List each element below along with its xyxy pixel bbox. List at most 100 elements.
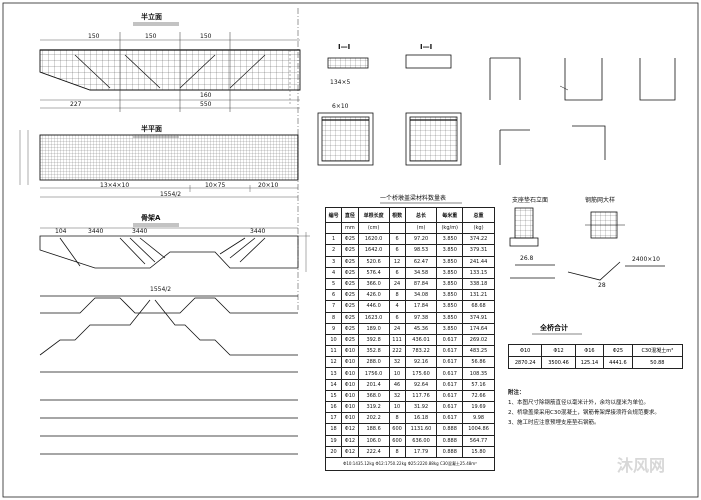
table-cell: 374.91	[462, 311, 495, 324]
dim-label: 6×10	[332, 103, 349, 110]
dim-label: 1554/2	[160, 191, 182, 198]
table-cell: 1620.0	[357, 233, 390, 246]
table-cell: 10	[324, 333, 343, 347]
table-cell: 24	[388, 277, 406, 291]
table-cell: 3.850	[436, 266, 464, 279]
table-unit-cell	[388, 221, 406, 235]
table-cell: 10	[388, 400, 406, 414]
table-cell: 188.6	[357, 423, 390, 436]
table-cell: 87.84	[404, 277, 438, 291]
table-unit-cell	[324, 221, 343, 235]
table-cell: Φ25	[341, 233, 359, 246]
table-cell: 18	[324, 423, 343, 436]
dim-label: 2400×10	[632, 256, 660, 263]
table-cell: 17.79	[404, 445, 438, 458]
table-cell: 5	[324, 277, 343, 291]
table-cell: 62.47	[404, 255, 438, 268]
table-cell: 3	[324, 255, 343, 268]
table-header-cell: 直径	[341, 207, 359, 223]
table-cell: 1623.0	[357, 311, 390, 324]
table-cell: 98.53	[404, 244, 438, 257]
table-cell: 13	[324, 367, 343, 380]
table-cell: 31.92	[404, 400, 438, 414]
table-cell: Φ12	[341, 423, 359, 436]
table-cell: 6	[388, 233, 406, 246]
bearing-title: 支座垫石立面	[512, 197, 549, 204]
table-cell: 97.38	[404, 311, 438, 324]
dim-label: 134×5	[330, 79, 351, 86]
dim-label: 10×75	[205, 182, 226, 189]
table-cell: 222.4	[357, 445, 390, 458]
table-cell: 3.850	[436, 244, 464, 257]
table-cell: 6	[324, 289, 343, 302]
note-line: 1、本图尺寸除钢筋直径以毫米计外，余均以厘米为单位。	[508, 400, 650, 406]
section-views	[317, 54, 462, 166]
table-unit-cell: (m)	[404, 221, 438, 235]
table-cell: 352.8	[357, 345, 390, 358]
table-cell: 19.69	[462, 400, 495, 414]
dim-label: 150	[200, 33, 212, 40]
table-cell: 68.68	[462, 300, 495, 313]
dim-label: 150	[88, 33, 100, 40]
table-cell: 92.16	[404, 356, 438, 369]
table-cell: 24	[388, 322, 406, 335]
dim-label: 1554/2	[150, 286, 172, 293]
material-table-header: 编号直径单根长度根数总长每米重总重	[324, 207, 495, 223]
table-cell: 57.16	[462, 378, 495, 391]
table-unit-cell: (cm)	[357, 221, 390, 235]
table-unit-cell: mm	[341, 221, 359, 235]
notes-block: 附注： 1、本图尺寸除钢筋直径以毫米计外，余均以厘米为单位。 2、桥墩盖梁采用C…	[508, 388, 660, 428]
summary-header-cell: Φ16	[574, 344, 605, 357]
table-header-cell: 单根长度	[357, 207, 390, 223]
table-cell: 446.0	[357, 300, 390, 313]
dim-label: 104	[55, 228, 67, 235]
table-cell: Φ25	[341, 277, 359, 291]
table-cell: 7	[324, 300, 343, 313]
table-cell: 600	[388, 434, 406, 447]
table-cell: 374.22	[462, 233, 495, 246]
table-cell: 72.66	[462, 389, 495, 403]
table-cell: 0.617	[436, 412, 464, 425]
dim-label: 550	[200, 101, 212, 108]
table-cell: Φ25	[341, 322, 359, 335]
table-cell: 16.18	[404, 412, 438, 425]
table-cell: 3.850	[436, 311, 464, 324]
table-cell: 202.2	[357, 412, 390, 425]
table-cell: Φ10	[341, 367, 359, 380]
table-cell: 366.0	[357, 277, 390, 291]
table-header-cell: 总重	[462, 207, 495, 223]
table-cell: 175.60	[404, 367, 438, 380]
summary-header-cell: Φ12	[541, 344, 576, 357]
table-cell: Φ12	[341, 434, 359, 447]
table-cell: 12	[388, 255, 406, 268]
table-cell: 106.0	[357, 434, 390, 447]
table-cell: Φ10	[341, 412, 359, 425]
table-cell: 338.18	[462, 277, 495, 291]
summary-value-cell: 125.14	[574, 356, 605, 369]
table-cell: 0.888	[436, 434, 464, 447]
table-cell: 97.20	[404, 233, 438, 246]
table-cell: 3.850	[436, 289, 464, 302]
table-cell: Φ10	[341, 400, 359, 414]
table-cell: 189.0	[357, 322, 390, 335]
table-cell: 133.15	[462, 266, 495, 279]
table-cell: 0.617	[436, 378, 464, 391]
table-cell: 9.98	[462, 412, 495, 425]
table-title: 一个桥墩盖梁材料数量表	[380, 195, 447, 202]
table-cell: 6	[388, 266, 406, 279]
title-underlines	[133, 22, 582, 335]
watermark: 沐风网	[616, 456, 665, 475]
